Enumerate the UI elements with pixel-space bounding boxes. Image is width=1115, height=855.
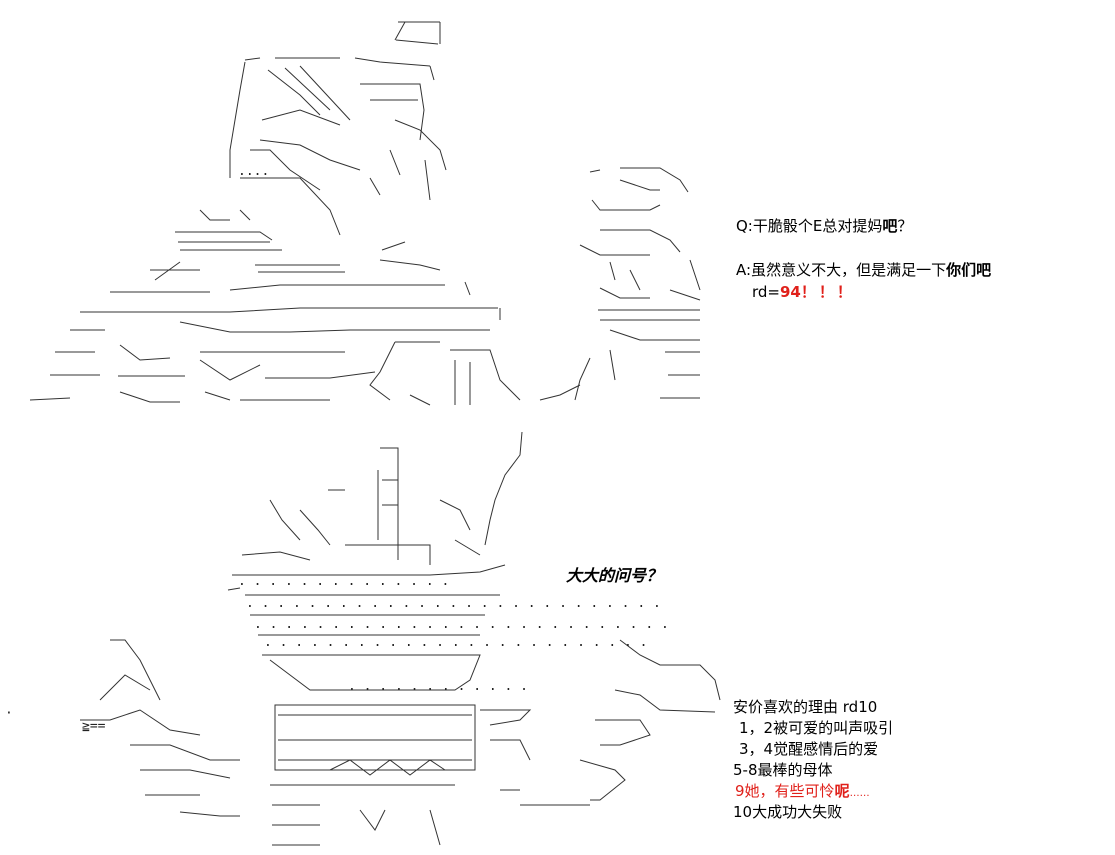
roll-label: rd= — [752, 283, 780, 301]
list-item-range: 3，4 — [739, 740, 774, 758]
list-title: 安价喜欢的理由 rd10 — [733, 698, 878, 716]
art-glyphs: ≧== — [82, 719, 106, 734]
dots-row: . . . . . . . . . . . . . . . . . . . . … — [254, 617, 669, 632]
list-item-range: 5-8 — [733, 761, 758, 779]
list-item-text: 觉醒感情后的爱 — [773, 740, 879, 758]
lower-bowl-figure — [80, 431, 721, 846]
question-mark-caption: 大大的问号？ — [566, 566, 663, 585]
list-item-highlighted: 9她，有些可怜呢…… — [733, 781, 893, 802]
question-bold: 吧 — [882, 217, 898, 235]
list-item: 1，2被可爱的叫声吸引 — [733, 718, 893, 739]
answer-text: 虽然意义不大，但是满足一下 — [751, 261, 947, 279]
question-text: 干脆骰个E总对提妈 — [752, 217, 883, 235]
question-end: ？ — [897, 217, 913, 235]
answer-prefix: A: — [736, 261, 752, 279]
answer-bold: 你们吧 — [946, 261, 992, 279]
roll-result-line: rd=94！！！ — [752, 282, 855, 302]
dots-row: . . . . . . . . . . . . . . — [238, 574, 449, 589]
list-item: 3，4觉醒感情后的爱 — [733, 739, 893, 760]
list-item-text: 大成功大失败 — [752, 803, 843, 821]
list-item-text: 最棒的母体 — [757, 761, 833, 779]
list-item-range: 9 — [735, 782, 745, 800]
list-item-text: 她，有些可怜 — [744, 782, 835, 800]
roll-value: 94 — [780, 283, 801, 301]
list-item-bold-tail: 呢 — [834, 782, 850, 800]
list-item-range: 10 — [733, 803, 753, 821]
question-line: Q:干脆骰个E总对提妈吧？ — [736, 216, 912, 236]
answer-line: A:虽然意义不大，但是满足一下你们吧 — [736, 260, 991, 280]
dots-row: . . . . . . . . . . . . — [348, 679, 528, 694]
question-prefix: Q: — [736, 217, 753, 235]
dots-row: . . . . . . . . . . . . . . . . . . . . … — [264, 635, 648, 650]
small-right-figure — [574, 167, 701, 401]
roll-exclaim: ！！！ — [800, 283, 855, 301]
dots-row: .... — [238, 164, 269, 179]
list-item-dots: …… — [849, 788, 870, 799]
reason-list: 安价喜欢的理由 rd10 1，2被可爱的叫声吸引 3，4觉醒感情后的爱 5-8最… — [733, 697, 893, 823]
list-item-text: 被可爱的叫声吸引 — [773, 719, 894, 737]
list-item: 10大成功大失败 — [733, 802, 893, 823]
dots-row: . . . . . . . . . . . . . . . . . . . . … — [246, 596, 661, 611]
upper-robot-figure — [29, 21, 581, 406]
list-item: 5-8最棒的母体 — [733, 760, 893, 781]
list-item-range: 1，2 — [739, 719, 774, 737]
art-glyphs: · — [5, 706, 13, 721]
